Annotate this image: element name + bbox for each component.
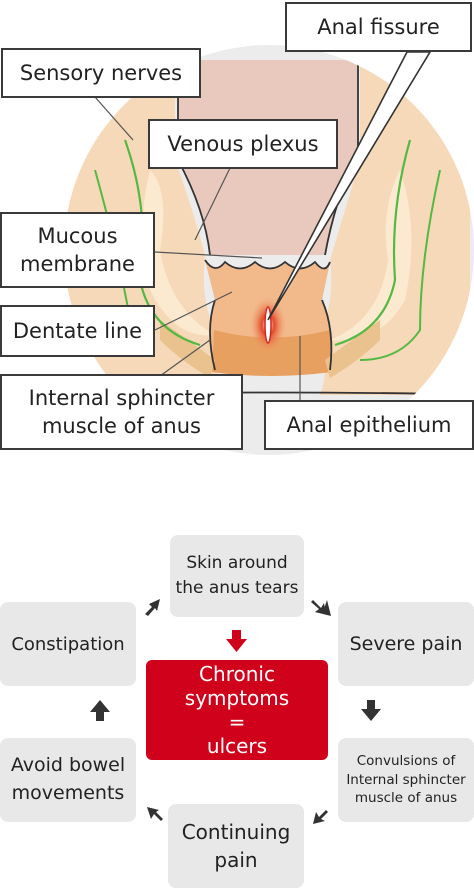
arrow-to-constipation bbox=[90, 700, 110, 721]
arrow-to-chronic bbox=[226, 630, 247, 652]
cycle-constipation: Constipation bbox=[0, 602, 136, 686]
arrow-to-skin-tears bbox=[145, 599, 160, 616]
cycle-avoid-bowel: Avoid bowel movements bbox=[0, 738, 136, 822]
label-sensory-nerves: Sensory nerves bbox=[1, 48, 201, 98]
cycle-continuing-pain: Continuing pain bbox=[168, 804, 304, 888]
fissure-callout-pointer bbox=[267, 51, 432, 321]
cycle-severe-pain: Severe pain bbox=[338, 602, 474, 686]
internal-sphincter-right bbox=[325, 320, 380, 378]
nerve-right-1 bbox=[334, 139, 412, 347]
label-internal-sphincter: Internal sphincter muscle of anus bbox=[0, 374, 243, 450]
arrow-to-continuing-pain bbox=[313, 810, 328, 824]
label-dentate-line: Dentate line bbox=[0, 305, 155, 357]
nerve-right-2 bbox=[359, 169, 441, 361]
label-anal-epithelium: Anal epithelium bbox=[264, 400, 474, 450]
label-venous-plexus: Venous plexus bbox=[148, 119, 338, 169]
label-anal-fissure: Anal fissure bbox=[285, 2, 472, 52]
cycle-skin-tears: Skin around the anus tears bbox=[170, 535, 304, 617]
right-fat bbox=[330, 170, 412, 341]
cycle-arrows bbox=[90, 598, 381, 824]
arrow-to-convulsions bbox=[361, 700, 381, 721]
cycle-convulsions: Convulsions of Internal sphincter muscle… bbox=[338, 738, 474, 822]
internal-sphincter-left bbox=[160, 320, 215, 378]
label-mucous-membrane: Mucous membrane bbox=[0, 212, 155, 288]
anal-epithelium-band bbox=[212, 330, 332, 376]
arrow-to-avoid-bowel bbox=[147, 807, 163, 821]
left-fat bbox=[142, 170, 215, 336]
cycle-center-chronic: Chronic symptoms = ulcers bbox=[146, 660, 328, 760]
